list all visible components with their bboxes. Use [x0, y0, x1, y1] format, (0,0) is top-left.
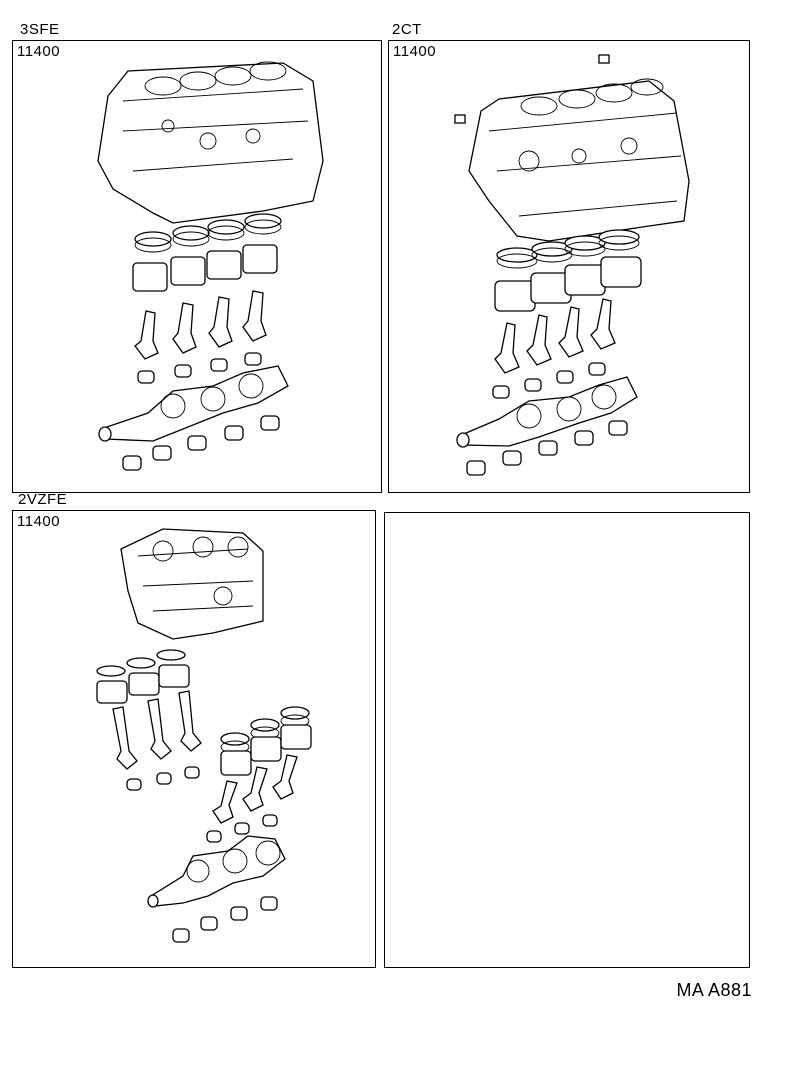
page-code: MA A881 [676, 980, 752, 1000]
engine-label-2ct: 2CT [392, 21, 422, 38]
pistons-drawing [96, 664, 312, 776]
pistons-drawing [132, 244, 278, 292]
panel-empty [384, 512, 750, 968]
connecting-rods-drawing [134, 290, 267, 360]
part-code-2ct: 11400 [393, 43, 437, 60]
crankshaft-drawing [98, 365, 289, 442]
piston-rings-drawing [496, 229, 640, 269]
engine-assembly-diagram-3sfe [97, 61, 324, 471]
connecting-rods-drawing [112, 690, 298, 824]
pistons-drawing [494, 256, 642, 312]
piston-rings-drawing [134, 213, 282, 253]
engine-label-3sfe: 3SFE [20, 21, 60, 38]
cylinder-block-drawing [120, 528, 264, 640]
bearings-drawing [122, 352, 280, 471]
connecting-rods-drawing [494, 298, 616, 374]
part-code-3sfe: 11400 [17, 43, 61, 60]
crankshaft-drawing [147, 835, 286, 908]
panel-2ct: 11400 [388, 40, 750, 493]
panel-3sfe: 11400 [12, 40, 382, 493]
engine-assembly-diagram-2ct [454, 54, 690, 476]
part-code-2vzfe: 11400 [17, 513, 61, 530]
crankshaft-drawing [456, 376, 638, 448]
cylinder-block-drawing [468, 78, 690, 242]
cylinder-block-drawing [97, 61, 324, 224]
bearings-drawing [466, 362, 628, 476]
engine-label-2vzfe: 2VZFE [18, 491, 68, 508]
bearings-drawing [126, 766, 278, 943]
engine-assembly-diagram-2vzfe [96, 528, 312, 943]
bolts-drawing [454, 54, 610, 124]
panel-2vzfe: 11400 [12, 510, 376, 968]
